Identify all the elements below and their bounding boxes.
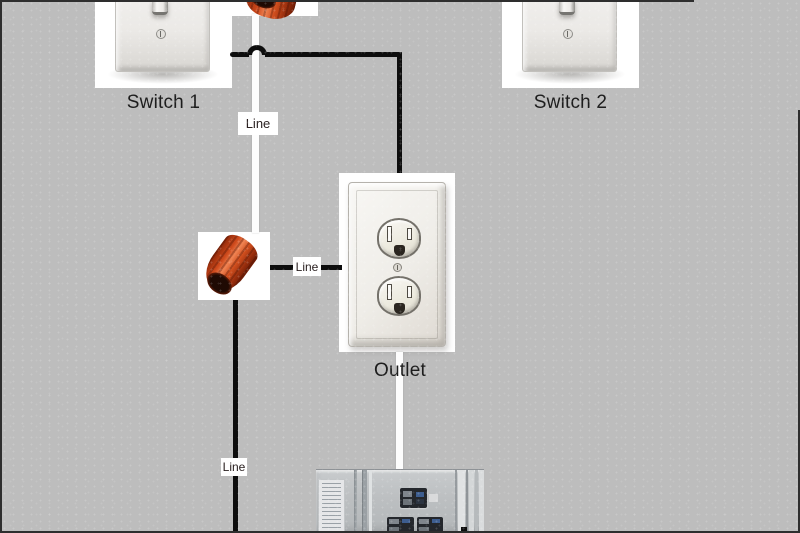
panel-breaker-left-icon [387,517,414,533]
wire-nut-middle-photo [197,229,270,300]
black-wire-nut-to-bottom [233,300,238,533]
outlet-lower-hot-slot [407,286,412,298]
panel-main-breaker-icon [400,488,427,508]
frame-border-top [0,0,694,2]
white-wire-outlet-to-panel [396,352,403,469]
black-wire-horizontal-to-outlet-top [265,52,402,57]
outlet-lower-neutral-slot [387,284,392,300]
switch1-plate-shadow [107,70,219,84]
black-wire-crossover-hop [247,45,267,55]
black-wire-down-to-outlet [397,52,402,173]
panel-label-sticker [318,479,345,533]
switch1-label: Switch 1 [126,92,201,113]
switch2-photo [502,0,639,88]
outlet-center-screw-icon [393,263,402,272]
switch2-plate-shadow [514,70,626,84]
outlet-label: Outlet [374,360,426,381]
outlet-upper-receptacle-icon [377,218,421,259]
panel-black-wire-stub [461,527,467,533]
switch1-photo [95,0,232,88]
frame-border-bottom [0,531,800,533]
panel-door-seam [354,470,357,533]
outlet-upper-hot-slot [407,228,412,240]
switch1-screw-icon [156,29,166,39]
panel-flange-stripe-1 [455,470,457,533]
outlet-photo [339,173,455,352]
outlet-lower-ground-hole [394,303,405,314]
switch2-screw-icon [563,29,573,39]
line-label-bottom: Line [221,458,247,476]
switch2-toggle-icon [559,0,575,15]
panel-flange-stripe-2 [458,470,465,533]
breaker-panel-photo [316,469,484,533]
outlet-upper-ground-hole [394,245,405,256]
outlet-lower-receptacle-icon [377,276,421,316]
panel-flange-stripe-6 [479,470,484,533]
black-wire-switch1-seg [230,52,249,57]
panel-door-groove [362,470,367,533]
panel-breaker-right-icon [417,517,443,533]
line-label-middle: Line [293,257,321,276]
panel-door-highlight [369,470,372,533]
frame-border-right [798,110,800,533]
outlet-upper-neutral-slot [387,226,392,242]
line-label-top: Line [238,112,278,135]
switch2-label: Switch 2 [533,92,608,113]
panel-blank-tab [429,494,438,502]
panel-flange-stripe-4 [469,470,474,533]
outlet-plate-bevel [356,190,438,339]
panel-flange-stripe-5 [475,470,478,533]
switch1-toggle-icon [152,0,168,15]
panel-flange-stripe-3 [466,470,468,533]
frame-border-left [0,0,2,533]
